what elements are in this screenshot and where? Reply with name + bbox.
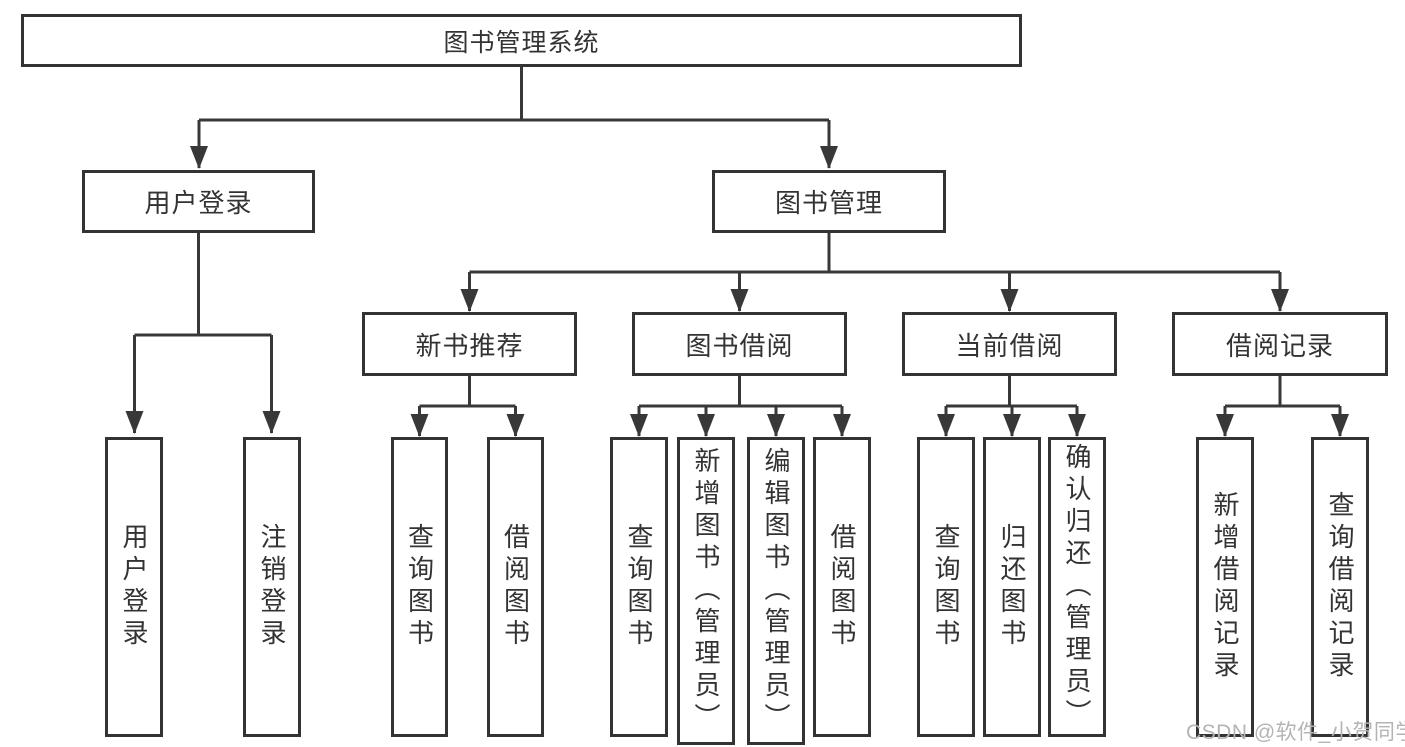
leaf-label: 借阅图书 (827, 523, 857, 651)
leaf-label: 查询图书 (404, 523, 435, 651)
node-book-management: 图书管理 (712, 170, 946, 233)
leaf-label: 归还图书 (997, 523, 1027, 651)
leaf-user-login: 用户登录 (105, 437, 163, 737)
leaf-query-book-2: 查询图书 (610, 437, 668, 737)
leaf-label: 查询图书 (624, 523, 654, 651)
leaf-label: 查询借阅记录 (1325, 491, 1355, 683)
leaf-borrow-book-1: 借阅图书 (487, 437, 544, 737)
leaf-logout: 注销登录 (243, 437, 301, 737)
leaf-add-book-admin: 新增图书（管理员） (677, 437, 735, 745)
node-borrow-record: 借阅记录 (1172, 312, 1388, 376)
leaf-borrow-book-2: 借阅图书 (813, 437, 871, 737)
leaf-edit-book-admin: 编辑图书（管理员） (747, 437, 805, 745)
leaf-label: 新增借阅记录 (1210, 491, 1240, 683)
leaf-confirm-return-admin: 确认归还（管理员） (1048, 437, 1106, 737)
leaf-label: 新增图书（管理员） (691, 447, 721, 735)
leaf-label: 注销登录 (257, 523, 287, 651)
leaf-return-book: 归还图书 (983, 437, 1041, 737)
leaf-add-borrow-record: 新增借阅记录 (1196, 437, 1254, 737)
node-book-borrow: 图书借阅 (632, 312, 847, 376)
leaf-label: 确认归还（管理员） (1062, 443, 1092, 731)
node-new-book-recommend: 新书推荐 (362, 312, 577, 376)
leaf-label: 查询图书 (931, 523, 961, 651)
node-user-login: 用户登录 (82, 170, 315, 233)
leaf-label: 用户登录 (119, 523, 149, 651)
node-current-borrow: 当前借阅 (902, 312, 1117, 376)
leaf-label: 借阅图书 (500, 523, 531, 651)
csdn-watermark: CSDN @软件_小贺同学 (1186, 721, 1405, 744)
leaf-query-book-1: 查询图书 (391, 437, 448, 737)
leaf-query-book-3: 查询图书 (917, 437, 975, 737)
leaf-query-borrow-record: 查询借阅记录 (1311, 437, 1369, 737)
node-root-system: 图书管理系统 (21, 14, 1022, 67)
leaf-label: 编辑图书（管理员） (761, 447, 791, 735)
